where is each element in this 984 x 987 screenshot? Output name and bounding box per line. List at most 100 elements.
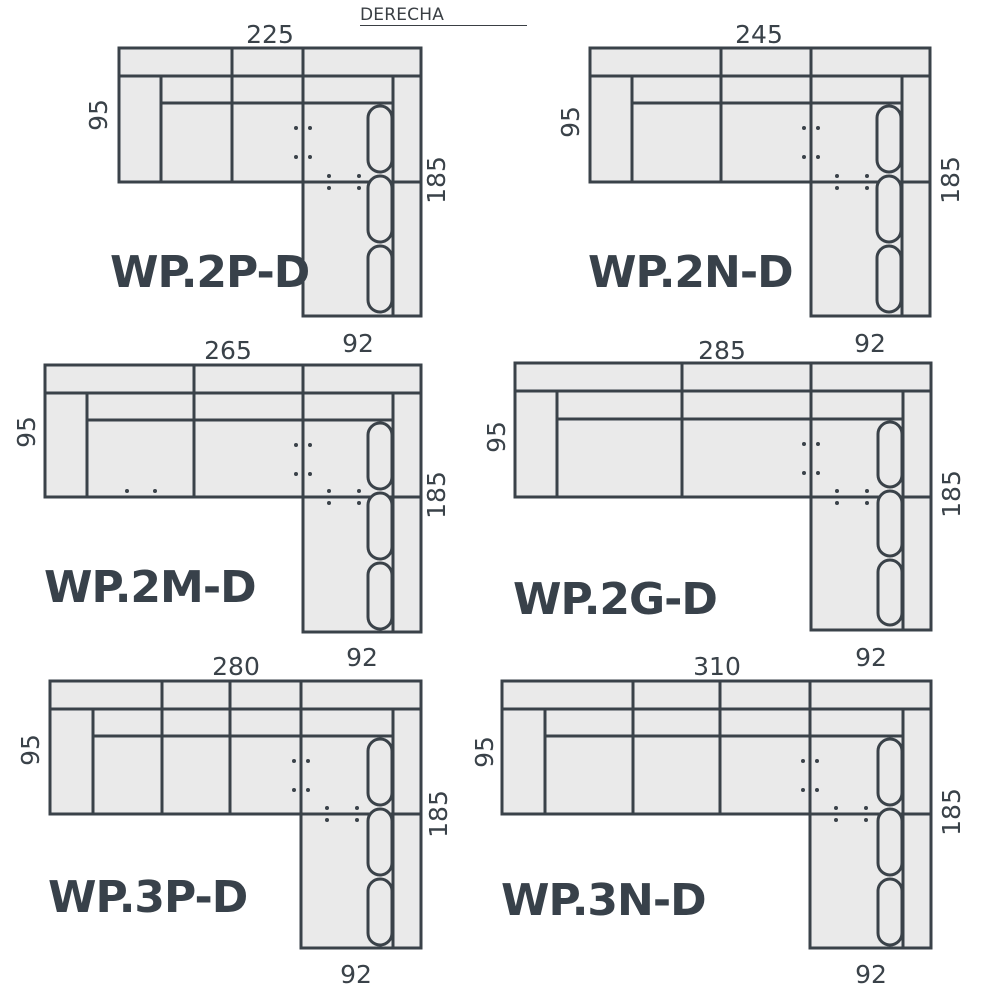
mechanism-dot [292,788,296,792]
back-cushion [875,104,903,174]
mechanism-dot [308,472,312,476]
depth-label: 95 [84,99,113,131]
chaise-width-label: 92 [855,960,887,987]
back-cushion [876,420,904,489]
model-name: WP.2M-D [44,562,256,613]
mechanism-dot [801,788,805,792]
sofa-outline [48,679,423,950]
mechanism-dot [802,442,806,446]
back-cushion [366,421,394,491]
mechanism-dot [816,471,820,475]
mechanism-dot [325,806,329,810]
depth-label: 95 [482,421,511,453]
back-cushion [876,807,904,877]
model-name: WP.3N-D [501,875,706,926]
mechanism-dot [357,501,361,505]
mechanism-dot [306,759,310,763]
mechanism-dot [802,155,806,159]
mechanism-dot [801,759,805,763]
back-cushion [366,877,394,947]
model-name: WP.2N-D [588,247,793,298]
mechanism-dot [802,126,806,130]
width-label: 265 [204,336,252,365]
mechanism-dot [125,489,129,493]
model-name: WP.2G-D [513,574,717,625]
mechanism-dot [865,186,869,190]
chaise-length-label: 185 [937,788,966,836]
mechanism-dot [292,759,296,763]
width-label: 245 [735,20,783,49]
mechanism-dot [294,443,298,447]
mechanism-dot [835,186,839,190]
width-label: 285 [698,336,746,365]
sofa-outline [500,679,933,950]
mechanism-dot [327,489,331,493]
side-label: DERECHA [360,5,445,25]
mechanism-dot [308,155,312,159]
back-cushion [366,807,394,877]
mechanism-dot [357,489,361,493]
mechanism-dot [815,759,819,763]
mechanism-dot [835,501,839,505]
back-cushion [876,877,904,947]
back-cushion [366,174,394,244]
model-name: WP.3P-D [48,872,247,923]
chaise-width-label: 92 [346,643,378,672]
mechanism-dot [864,806,868,810]
mechanism-dot [865,174,869,178]
back-cushion [366,737,394,807]
chaise-width-label: 92 [855,643,887,672]
mechanism-dot [357,174,361,178]
mechanism-dot [835,489,839,493]
chaise-width-label: 92 [342,329,374,358]
mechanism-dot [308,443,312,447]
back-cushion [366,104,394,174]
back-cushion [366,244,394,314]
back-cushion [876,737,904,807]
depth-label: 95 [12,416,41,448]
depth-label: 95 [556,106,585,138]
width-label: 280 [212,652,260,681]
mechanism-dot [815,788,819,792]
mechanism-dot [864,818,868,822]
chaise-length-label: 185 [422,156,451,204]
mechanism-dot [816,155,820,159]
sofa-diagram-2: 245 95 185 92 WP.2N-D [556,20,965,358]
side-label-underline [360,25,527,26]
mechanism-dot [294,155,298,159]
chaise-length-label: 185 [937,470,966,518]
back-cushion [366,491,394,561]
mechanism-dot [153,489,157,493]
sofa-outline [43,363,423,634]
sofa-diagram-4: 285 95 185 92 WP.2G-D [482,336,966,672]
mechanism-dot [327,186,331,190]
mechanism-dot [306,788,310,792]
sofa-outline [117,46,423,318]
depth-label: 95 [16,734,45,766]
mechanism-dot [327,501,331,505]
model-name: WP.2P-D [110,247,309,298]
mechanism-dot [327,174,331,178]
mechanism-dot [865,489,869,493]
mechanism-dot [355,806,359,810]
mechanism-dot [357,186,361,190]
back-cushion [875,174,903,244]
sofa-outline [513,361,933,632]
chaise-width-label: 92 [854,329,886,358]
mechanism-dot [308,126,312,130]
chaise-length-label: 185 [936,156,965,204]
mechanism-dot [834,818,838,822]
back-cushion [876,489,904,558]
chaise-width-label: 92 [340,960,372,987]
mechanism-dot [865,501,869,505]
mechanism-dot [802,471,806,475]
mechanism-dot [294,472,298,476]
back-cushion [875,244,903,314]
back-cushion [876,558,904,627]
